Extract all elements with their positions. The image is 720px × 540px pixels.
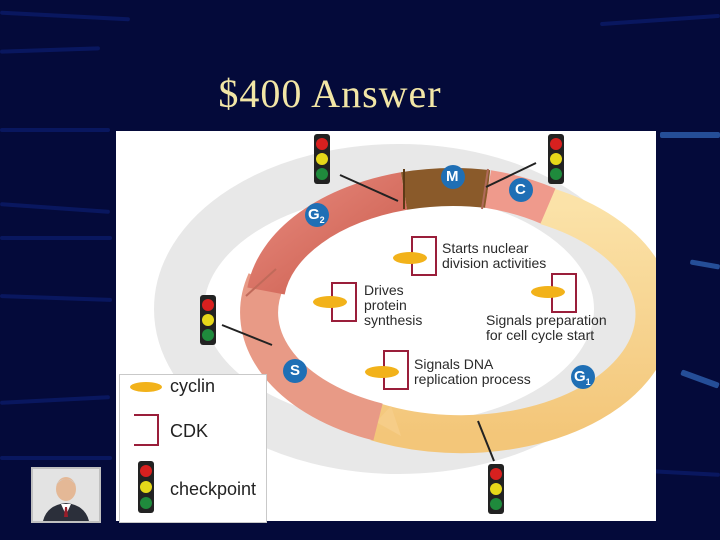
g1-phase-arc bbox=[370, 187, 656, 454]
segment-divider bbox=[481, 168, 489, 210]
annotation-line: replication process bbox=[414, 371, 531, 387]
g2-phase-badge bbox=[305, 203, 329, 227]
legend-cdk-label: CDK bbox=[170, 421, 209, 441]
checkpoint-pointer bbox=[485, 162, 537, 188]
checkpoint-pointer bbox=[221, 324, 273, 346]
g1-phase-label: G1 bbox=[574, 369, 591, 390]
annotation-dna: Signals DNA replication process bbox=[414, 357, 531, 387]
s-phase-arc bbox=[240, 273, 383, 441]
g2-letter: G bbox=[308, 206, 320, 223]
annotation-line: synthesis bbox=[364, 312, 423, 328]
cell-cycle-art bbox=[154, 134, 656, 514]
legend-cyclin-label: cyclin bbox=[170, 376, 216, 396]
annotation-line: for cell cycle start bbox=[486, 327, 595, 343]
background-streak bbox=[0, 202, 111, 214]
background-streak bbox=[0, 236, 112, 240]
background-streak bbox=[660, 132, 720, 138]
background-streak bbox=[0, 46, 101, 54]
m-phase-badge bbox=[441, 165, 465, 189]
annotation-preparation: Signals preparation for cell cycle start bbox=[486, 313, 607, 343]
g1-phase-badge bbox=[571, 365, 595, 389]
m-phase-arc bbox=[400, 168, 491, 210]
checkpoint-pointer bbox=[477, 420, 495, 462]
legend-cyclin-symbol bbox=[130, 382, 162, 392]
segment-divider bbox=[245, 268, 277, 297]
checkpoint-light-top-right bbox=[548, 134, 564, 184]
s-phase-badge bbox=[283, 359, 307, 383]
legend-symbols bbox=[130, 382, 162, 513]
annotation-line: Signals DNA bbox=[414, 356, 494, 372]
background-streak bbox=[0, 395, 111, 405]
g1-subscript: 1 bbox=[585, 377, 591, 387]
g2-phase-label: G2 bbox=[308, 207, 325, 228]
background-streak bbox=[689, 259, 720, 270]
person-icon bbox=[33, 469, 99, 521]
legend-cdk-symbol bbox=[134, 414, 159, 446]
checkpoint-pointer bbox=[339, 174, 399, 202]
c-phase-badge bbox=[509, 178, 533, 202]
checkpoint-light-top-left bbox=[314, 134, 330, 184]
legend-checkpoint-label: checkpoint bbox=[170, 479, 257, 499]
ring-shadow bbox=[154, 144, 644, 474]
cell-cycle-diagram: M C G2 S G1 Starts nuclear division acti… bbox=[116, 131, 656, 523]
cyclin-cdk-protein bbox=[313, 282, 357, 322]
annotation-nuclear: Starts nuclear division activities bbox=[442, 241, 546, 271]
avatar bbox=[31, 467, 101, 523]
background-streak bbox=[0, 456, 112, 460]
annotation-line: Drives bbox=[364, 282, 404, 298]
s-phase-label: S bbox=[290, 362, 301, 379]
background-streak bbox=[600, 13, 720, 27]
annotation-line: protein bbox=[364, 297, 407, 313]
checkpoint-light-left bbox=[200, 295, 216, 345]
g1-arrow-head bbox=[376, 406, 401, 436]
checkpoint-light-bottom bbox=[488, 464, 504, 514]
background-streak bbox=[0, 10, 131, 22]
slide-title: $400 Answer bbox=[218, 71, 442, 116]
annotation-line: Starts nuclear bbox=[442, 240, 529, 256]
background-streak bbox=[0, 294, 113, 302]
background-streak bbox=[680, 369, 720, 389]
g2-subscript: 2 bbox=[319, 215, 325, 225]
m-phase-label: M bbox=[446, 168, 459, 185]
legend: cyclin CDK checkpoint bbox=[119, 374, 267, 523]
g1-letter: G bbox=[574, 368, 586, 385]
cyclin-cdk-dna bbox=[365, 350, 409, 390]
annotation-line: Signals preparation bbox=[486, 312, 607, 328]
cyclin-cdk-preparation bbox=[531, 273, 577, 313]
annotation-line: division activities bbox=[442, 255, 547, 271]
cyclin-cdk-nuclear bbox=[393, 236, 437, 276]
annotation-protein: Drives protein synthesis bbox=[364, 283, 422, 328]
background-streak bbox=[0, 128, 110, 132]
c-phase-label: C bbox=[515, 181, 526, 198]
legend-checkpoint-symbol bbox=[138, 461, 154, 513]
